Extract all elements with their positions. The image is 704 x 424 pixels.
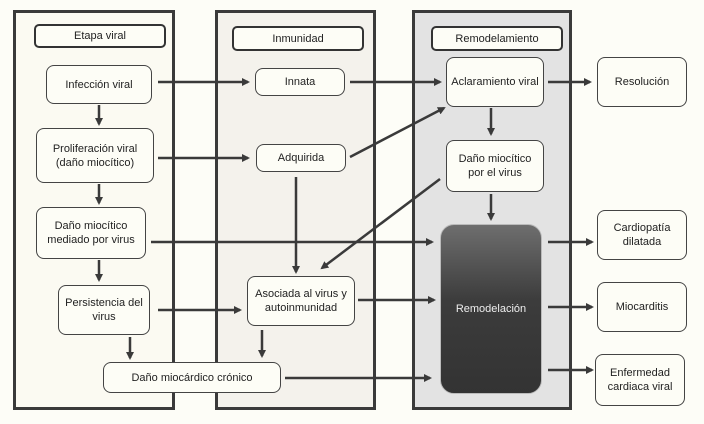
- node-dano-miocitico-mediado: Daño miocítico mediado por virus: [36, 207, 146, 259]
- node-adquirida: Adquirida: [256, 144, 346, 172]
- node-infeccion-viral: Infección viral: [46, 65, 152, 104]
- node-asociada-virus: Asociada al virus y autoinmunidad: [247, 276, 355, 326]
- node-cardiopatia-dilatada: Cardiopatía dilatada: [597, 210, 687, 260]
- header-remodeling: Remodelamiento: [431, 26, 563, 51]
- node-enfermedad-cardiaca-viral: Enfermedad cardiaca viral: [595, 354, 685, 406]
- node-proliferacion-viral: Proliferación viral (daño miocítico): [36, 128, 154, 183]
- node-remodelacion: Remodelación: [440, 224, 542, 394]
- arrow-dano-virus-asociada: [320, 178, 441, 270]
- header-immunity: Inmunidad: [232, 26, 364, 51]
- header-viral-stage: Etapa viral: [34, 24, 166, 48]
- node-aclaramiento-viral: Aclaramiento viral: [446, 57, 544, 107]
- node-innata: Innata: [255, 68, 345, 96]
- node-persistencia-virus: Persistencia del virus: [58, 285, 150, 335]
- node-resolucion: Resolución: [597, 57, 687, 107]
- node-miocarditis: Miocarditis: [597, 282, 687, 332]
- arrow-adquirida-aclaramiento: [349, 106, 446, 159]
- node-dano-miocardico-cronico: Daño miocárdico crónico: [103, 362, 281, 393]
- node-dano-miocitico-virus: Daño miocítico por el virus: [446, 140, 544, 192]
